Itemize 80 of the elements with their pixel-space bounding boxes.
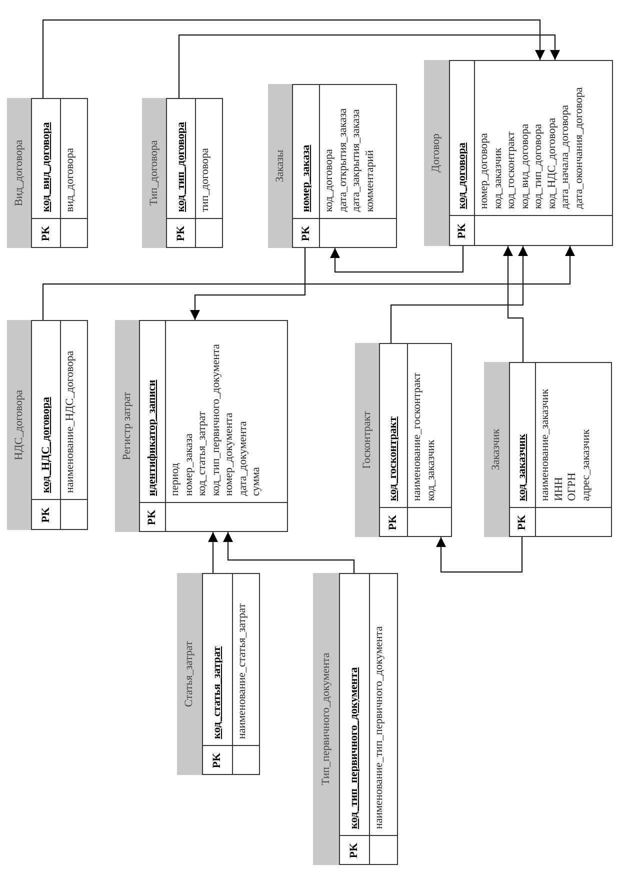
key-field: код_вид_договора	[38, 122, 54, 212]
primary-key-label: PK	[515, 514, 530, 532]
primary-key-label: PK	[145, 508, 160, 528]
attribute-field: комментарий	[364, 150, 377, 212]
entity-table	[177, 573, 260, 775]
table-title: Договор	[424, 60, 450, 246]
attribute-field: код_договора	[323, 149, 336, 212]
table-title: Регистр затрат	[115, 320, 140, 532]
table-title: Заказчик	[484, 362, 510, 537]
key-field: номер_заказа	[298, 144, 314, 212]
key-field: код_НДС_договора	[38, 396, 54, 493]
attribute-field: код_вид_договора	[518, 124, 532, 209]
relationship-arrow	[330, 246, 464, 272]
primary-key-label: PK	[298, 224, 313, 244]
primary-key-label: PK	[454, 222, 469, 241]
attribute-field: код_статья_затрат	[196, 411, 210, 496]
relationship-arrow	[208, 532, 218, 574]
relationship-arrow	[42, 246, 575, 320]
entity-table	[115, 320, 288, 532]
primary-key-label: PK	[210, 752, 224, 770]
attribute-field: адрес_заказчик	[580, 429, 593, 501]
attribute-field: код_заказчик	[424, 440, 438, 501]
attribute-field: дата_документа	[236, 421, 250, 496]
key-field: код_заказчик	[514, 434, 531, 501]
key-field: код_госконтракт	[385, 416, 402, 501]
relationship-arrow	[503, 246, 524, 362]
attribute-field: дата_начала_договора	[559, 104, 572, 209]
attribute-field: наименование_статья_затрат	[236, 603, 250, 739]
table-title: НДС_договора	[7, 320, 32, 530]
attribute-field: код_госконтракт	[505, 132, 518, 209]
primary-key-label: PK	[38, 224, 53, 244]
entity-table	[424, 60, 613, 246]
entity-table	[484, 362, 612, 537]
relationship-arrow	[190, 248, 306, 320]
attribute-field: ОГРН	[566, 472, 580, 501]
attribute-field: сумма	[250, 467, 264, 496]
primary-key-label: PK	[38, 506, 53, 525]
table-title: Тип_договора	[142, 98, 167, 248]
key-field: идентификатор_записи	[144, 380, 161, 496]
attribute-field: наименование_тип_первичного_документа	[373, 626, 386, 829]
primary-key-label: PK	[386, 514, 400, 532]
primary-key-label: PK	[174, 224, 188, 244]
key-field: код_тип_первичного_документа	[346, 667, 363, 829]
table-title: Вид_договора	[7, 98, 32, 248]
relationship-arrow	[390, 246, 528, 344]
table-title: Заказы	[268, 84, 293, 248]
entity-table	[313, 573, 398, 865]
attribute-field: код_тип_первичного_документа	[210, 344, 223, 496]
entity-table	[142, 98, 223, 248]
attribute-field: код_заказчик	[492, 148, 505, 209]
attribute-field: наименование_НДС_договора	[64, 350, 78, 493]
entity-table	[7, 320, 88, 530]
relationship-arrow	[436, 536, 522, 572]
attribute-field: код_тип_договора	[532, 124, 546, 209]
attribute-field: вид_договора	[64, 148, 78, 212]
table-title: Тип_первичного_документа	[313, 573, 340, 865]
primary-key-label: PK	[347, 842, 362, 860]
attribute-field: номер_документа	[223, 412, 236, 496]
attribute-field: период	[169, 463, 182, 496]
attribute-field: номер_заказа	[182, 433, 196, 496]
table-title: Статья_затрат	[177, 573, 203, 775]
entity-table	[268, 84, 397, 248]
key-field: код_тип_договора	[172, 122, 190, 212]
attribute-field: дата_окончания_договора	[572, 87, 586, 209]
attribute-field: номер_договора	[478, 133, 492, 209]
relationship-arrow	[42, 20, 545, 98]
entity-table	[7, 98, 88, 248]
attribute-field: дата_закрытия_заказа	[350, 109, 364, 212]
table-title: Госконтракт	[355, 343, 380, 537]
attribute-field: код_НДС_договора	[546, 118, 559, 209]
attribute-field: наименование_госконтракт	[411, 372, 424, 501]
attribute-field: тип_договора	[199, 148, 212, 212]
key-field: код_статья_затрат	[209, 646, 226, 739]
attribute-field: наименование_заказчик	[539, 388, 552, 501]
relationship-arrow	[223, 532, 354, 574]
attribute-field: дата_открытия_заказа	[336, 108, 350, 212]
entity-table	[355, 343, 452, 537]
attribute-field: ИНН	[552, 477, 566, 501]
relationship-arrow	[178, 34, 560, 98]
key-field: код_договора	[454, 142, 470, 209]
